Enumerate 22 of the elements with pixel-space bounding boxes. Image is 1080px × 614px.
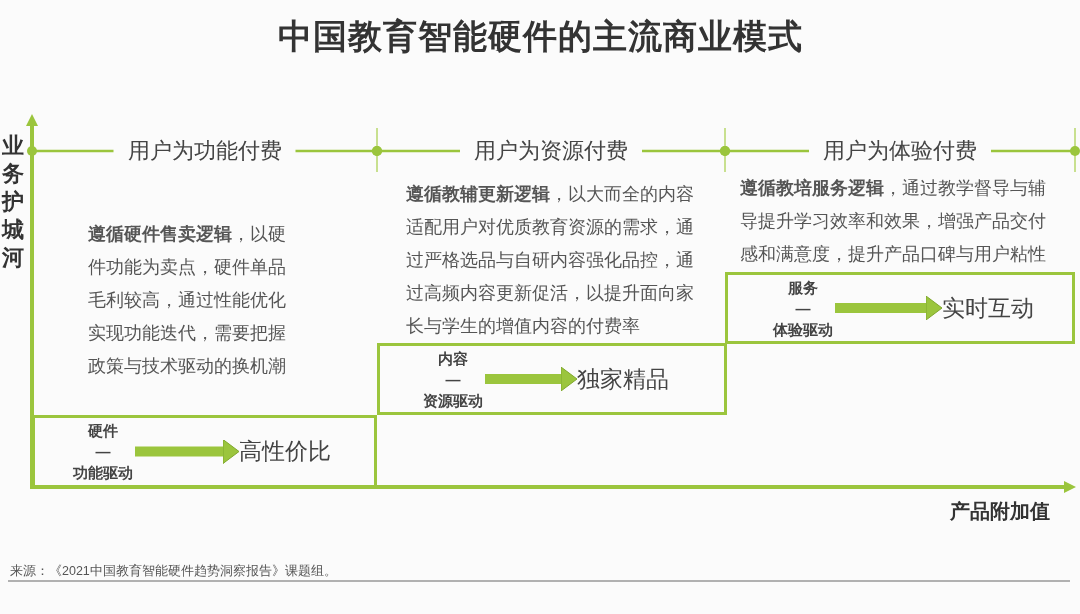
block-arrow xyxy=(835,295,943,321)
stage-box xyxy=(32,415,377,488)
description-text: 遵循教辅更新逻辑，以大而全的内容适配用户对优质教育资源的需求，通过严格选品与自研内容强化品控，通过高频内容更新促活，以提升面向家长与学生的增值内容的付费率 xyxy=(406,183,695,338)
stage-value: 高性价比 xyxy=(239,418,331,485)
driver-label: 硬件 — 功能驱动 xyxy=(71,418,135,485)
driver-label: 服务 — 体验驱动 xyxy=(771,275,835,341)
column-heading: 用户为功能付费 xyxy=(127,137,282,165)
stage-box xyxy=(377,343,727,415)
stage-value: 独家精品 xyxy=(577,346,669,412)
title: 中国教育智能硬件的主流商业模式 xyxy=(276,16,804,57)
description-text: 遵循硬件售卖逻辑，以硬件功能为卖点，硬件单品毛利较高，通过性能优化实现功能迭代，需要把握政策与技术驱动的换机潮 xyxy=(88,223,287,378)
block-arrow xyxy=(135,439,240,464)
block-arrow xyxy=(485,366,578,392)
description-text: 遵循教培服务逻辑，通过教学督导与辅导提升学习效率和效果，增强产品交付感和满意度，提升产品口碑与用户粘性 xyxy=(740,177,1047,266)
axis-label: 业务护城河 xyxy=(2,132,25,272)
stage-box xyxy=(725,272,1075,344)
source-note: 来源：《2021中国教育智能硬件趋势洞察报告》课题组。 xyxy=(10,563,337,580)
column-heading: 用户为体验付费 xyxy=(823,137,977,165)
axis-label: 产品附加值 xyxy=(950,499,1050,524)
stage-value: 实时互动 xyxy=(942,275,1034,341)
column-heading: 用户为资源付费 xyxy=(474,137,628,165)
driver-label: 内容 — 资源驱动 xyxy=(421,346,485,412)
